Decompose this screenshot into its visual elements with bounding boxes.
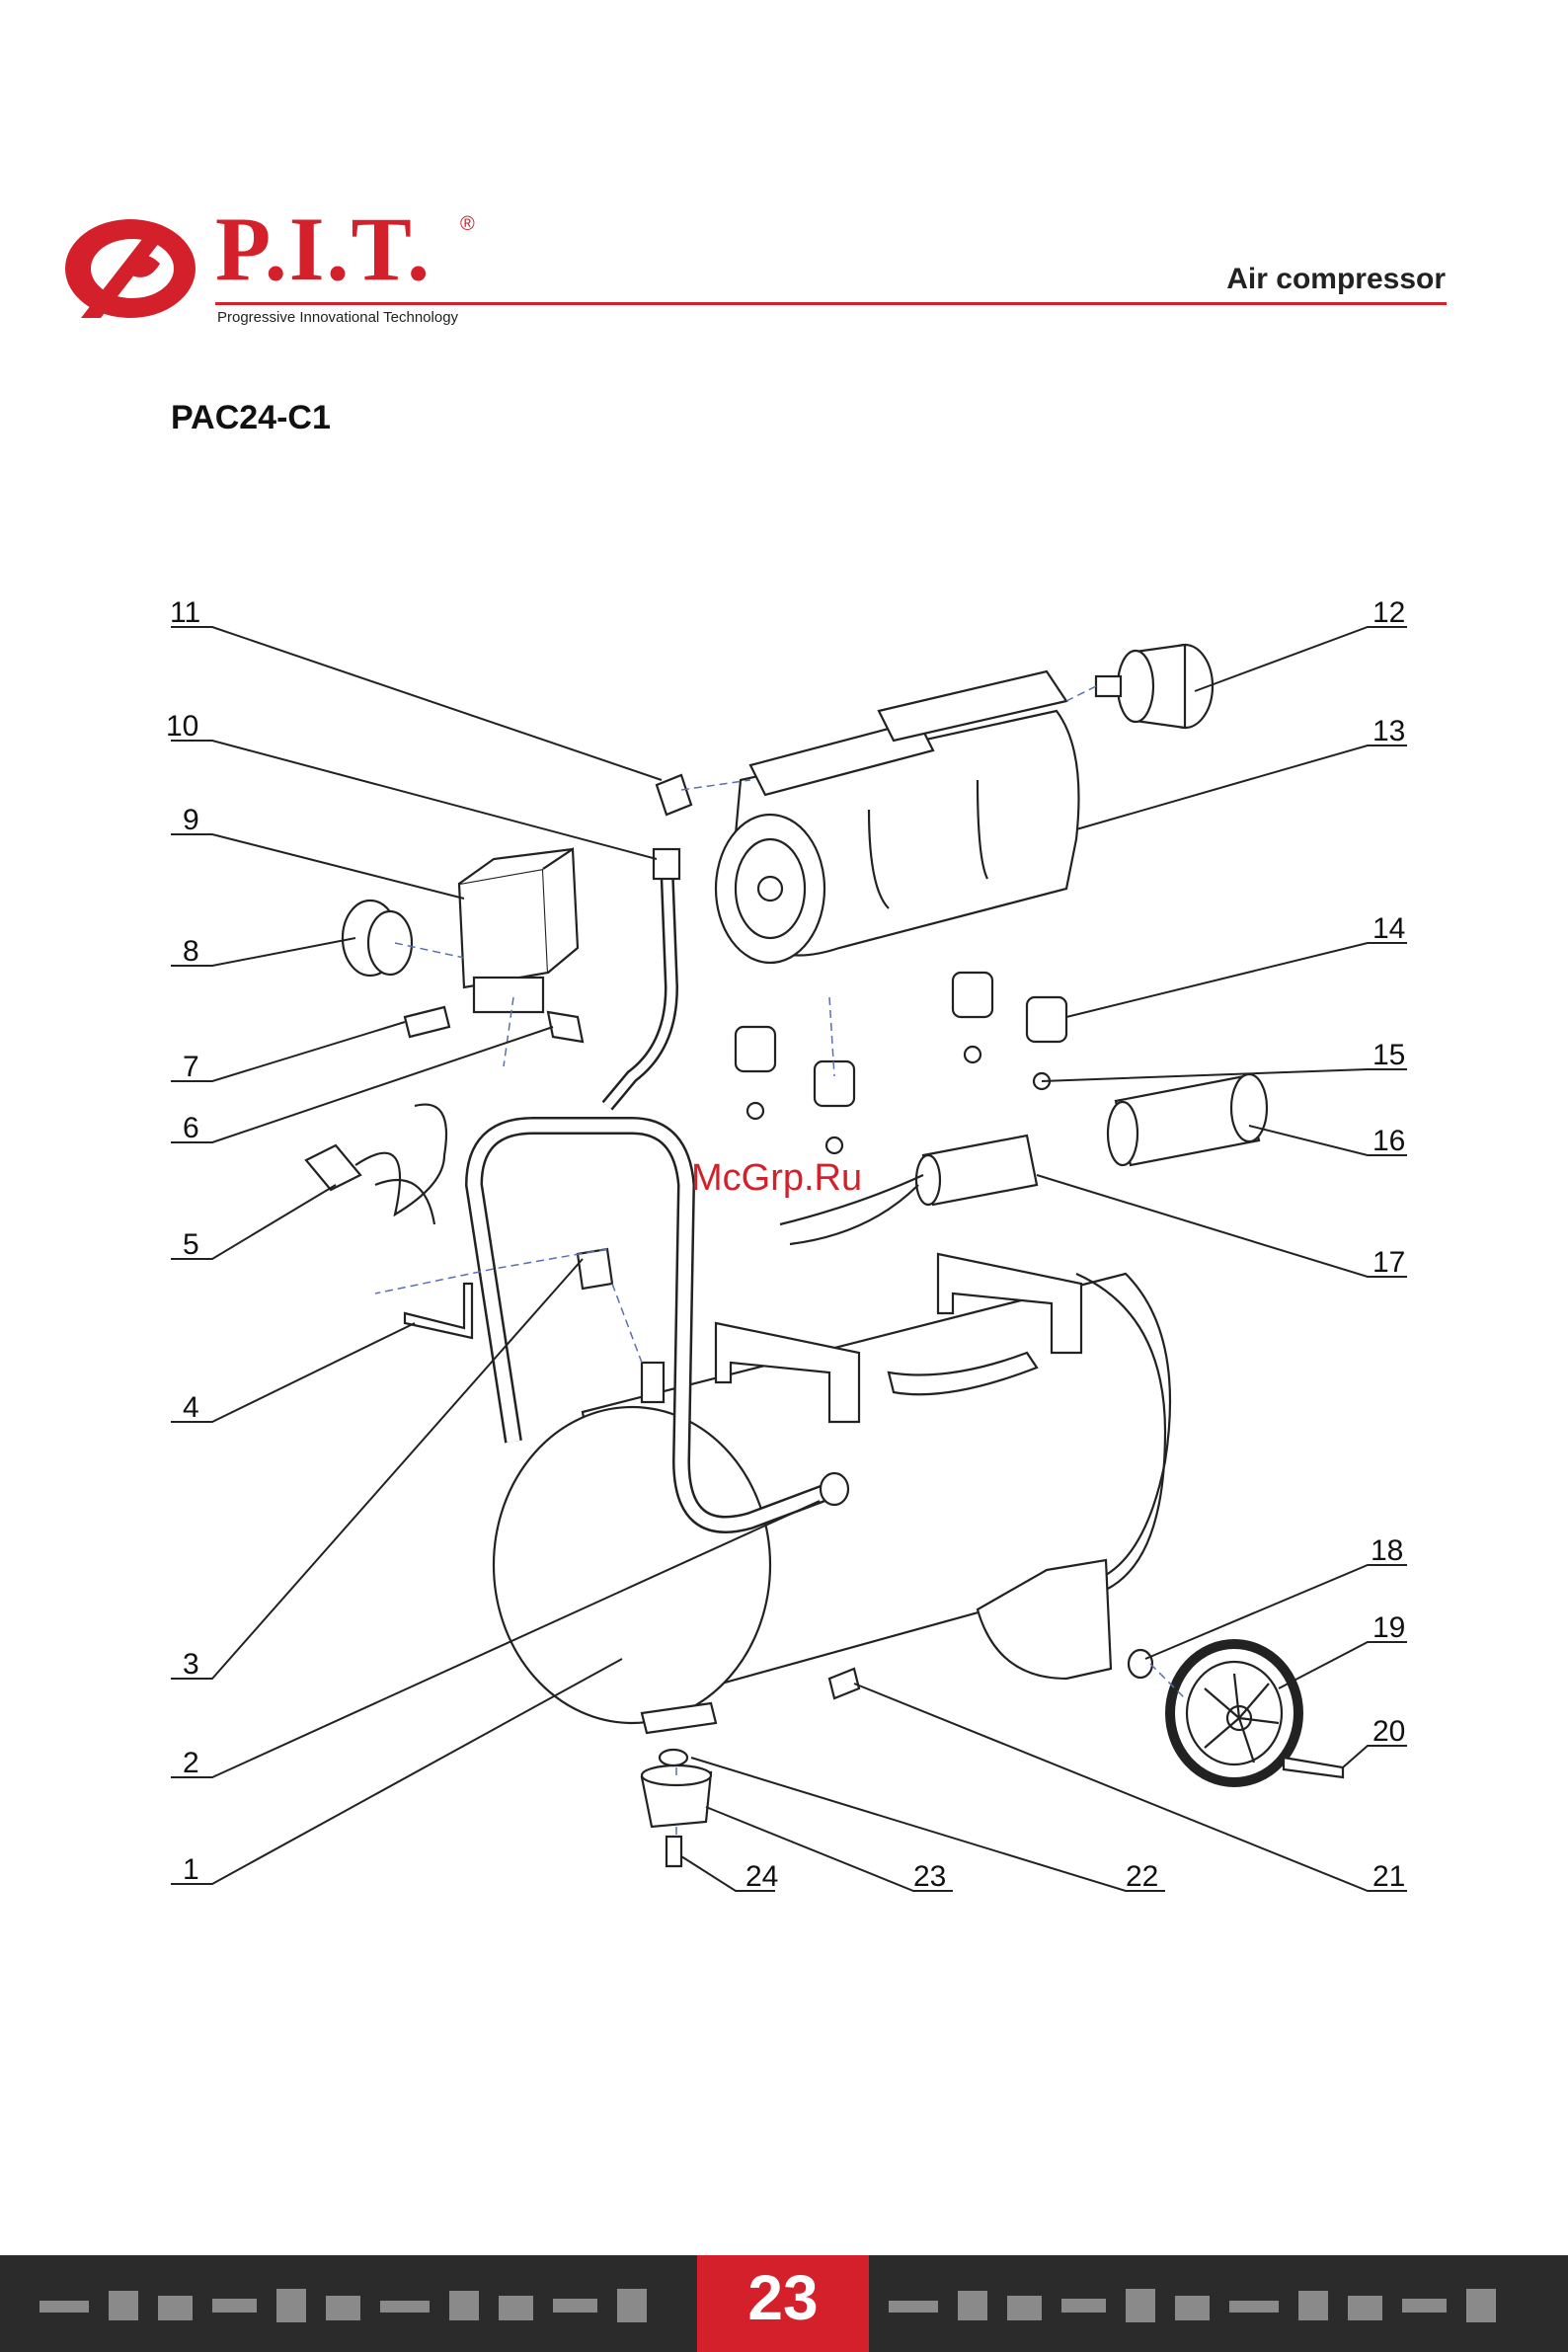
wheel bbox=[1170, 1644, 1298, 1782]
check-valve bbox=[578, 1249, 612, 1289]
elbow-fitting bbox=[657, 775, 691, 815]
callout-7: 7 bbox=[183, 1051, 199, 1083]
callout-14: 14 bbox=[1372, 912, 1405, 945]
washer bbox=[660, 1750, 687, 1765]
callout-9: 9 bbox=[183, 804, 199, 836]
vibration-mount bbox=[1027, 997, 1066, 1042]
callout-3: 3 bbox=[183, 1648, 199, 1681]
callout-12: 12 bbox=[1372, 596, 1405, 629]
tank-end-cap bbox=[494, 1407, 770, 1723]
callout-10: 10 bbox=[166, 710, 198, 743]
callout-5: 5 bbox=[183, 1228, 199, 1261]
page-number: 23 bbox=[697, 2261, 869, 2334]
callout-23: 23 bbox=[913, 1860, 946, 1893]
callout-19: 19 bbox=[1372, 1611, 1405, 1644]
callout-13: 13 bbox=[1372, 715, 1405, 747]
vibration-mount bbox=[736, 1027, 775, 1071]
callout-22: 22 bbox=[1126, 1860, 1158, 1893]
callout-24: 24 bbox=[745, 1860, 778, 1893]
air-filter bbox=[1096, 645, 1213, 728]
foot-bolt bbox=[666, 1837, 681, 1866]
pressure-switch bbox=[459, 849, 578, 1012]
power-cord bbox=[306, 1105, 446, 1224]
callout-2: 2 bbox=[183, 1747, 199, 1779]
wheel-bushing bbox=[1129, 1650, 1152, 1678]
callout-1: 1 bbox=[183, 1853, 199, 1886]
callout-15: 15 bbox=[1372, 1039, 1405, 1071]
callout-6: 6 bbox=[183, 1112, 199, 1144]
quick-coupler bbox=[548, 1012, 583, 1042]
callout-16: 16 bbox=[1372, 1125, 1405, 1157]
safety-valve bbox=[405, 1007, 449, 1037]
callout-20: 20 bbox=[1372, 1715, 1405, 1748]
callout-11: 11 bbox=[170, 596, 200, 629]
vibration-mount bbox=[953, 973, 992, 1017]
callout-17: 17 bbox=[1372, 1246, 1405, 1279]
watermark: McGrp.Ru bbox=[691, 1157, 862, 1200]
hex-key bbox=[405, 1284, 472, 1338]
callout-8: 8 bbox=[183, 935, 199, 968]
callout-18: 18 bbox=[1371, 1534, 1403, 1567]
wheel-bolt bbox=[1284, 1758, 1343, 1777]
callout-4: 4 bbox=[183, 1391, 199, 1424]
motor-capacitor bbox=[1108, 1074, 1267, 1165]
callout-21: 21 bbox=[1372, 1860, 1405, 1893]
